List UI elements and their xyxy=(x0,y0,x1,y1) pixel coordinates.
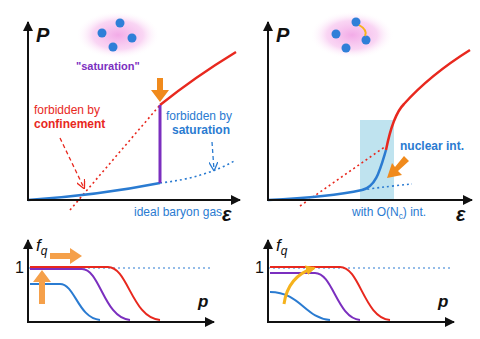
axis-label-group: p xyxy=(198,292,208,312)
region-note-group: forbidden by xyxy=(166,110,232,124)
panel-caption-group: with O(Nc) int. xyxy=(352,206,426,222)
subscript: q xyxy=(281,244,288,258)
region-note-group: saturation xyxy=(172,124,230,138)
axis-label-group: fq xyxy=(36,236,47,259)
saturation-label-group: "saturation" xyxy=(76,60,140,73)
saturation-label: "saturation" xyxy=(76,60,140,72)
region-note: forbidden by xyxy=(166,109,232,123)
axis-label: ε xyxy=(456,203,466,225)
axis-label: P xyxy=(36,24,49,46)
tick-label: 1 xyxy=(15,259,24,276)
region-note: confinement xyxy=(34,117,105,131)
axis-label-group: P xyxy=(36,24,49,47)
tick-label-group: 1 xyxy=(15,259,24,277)
tick-label-group: 1 xyxy=(255,259,264,277)
interaction-label-group: nuclear int. xyxy=(400,140,464,154)
axis-label: f xyxy=(276,236,281,255)
subscript: c xyxy=(399,211,403,221)
panel-caption: ) int. xyxy=(403,205,426,219)
axis-label-group: ε xyxy=(222,203,232,226)
region-note-group: forbidden by xyxy=(34,104,100,118)
axis-label-group: fq xyxy=(276,236,287,259)
axis-label-group: p xyxy=(438,292,448,312)
panel-caption: ideal baryon gas xyxy=(134,205,222,219)
interaction-label: nuclear int. xyxy=(400,139,464,153)
panel-caption: with O(N xyxy=(352,205,399,219)
axis-label: f xyxy=(36,236,41,255)
region-note: saturation xyxy=(172,123,230,137)
region-note: forbidden by xyxy=(34,103,100,117)
axis-label: ε xyxy=(222,203,232,225)
axis-label-group: P xyxy=(276,24,289,47)
axis-label: p xyxy=(438,292,448,311)
panel-caption-group: ideal baryon gas xyxy=(134,206,222,220)
axis-label: p xyxy=(198,292,208,311)
subscript: q xyxy=(41,244,48,258)
tick-label: 1 xyxy=(255,259,264,276)
axis-label-group: ε xyxy=(456,203,466,226)
axis-label: P xyxy=(276,24,289,46)
region-note-group: confinement xyxy=(34,118,105,132)
